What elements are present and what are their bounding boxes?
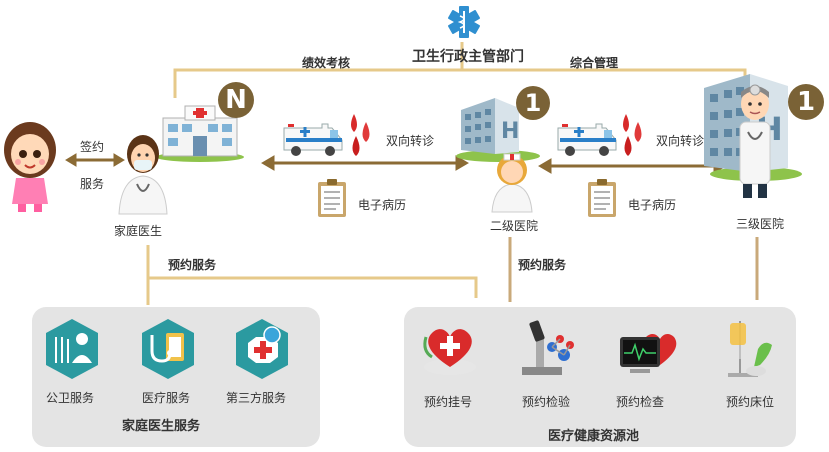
blood-drops-icon-right xyxy=(618,110,648,158)
referral-label-right: 双向转诊 xyxy=(656,134,705,148)
lab-test-label: 预约检验 xyxy=(522,395,571,409)
svg-text:H: H xyxy=(501,119,519,144)
referral-label-left: 双向转诊 xyxy=(386,134,435,148)
register-appointment-label: 预约挂号 xyxy=(424,395,473,409)
badge-1-secondary: 1 xyxy=(516,86,550,120)
bed-booking-iv-icon[interactable] xyxy=(720,315,780,381)
secondary-hospital-label: 二级医院 xyxy=(490,219,539,233)
patient-girl-icon xyxy=(2,118,58,213)
nurse-icon xyxy=(490,150,534,213)
ambulance-icon xyxy=(282,118,344,158)
medical-record-icon-right xyxy=(586,178,618,218)
family-doctor-services-title: 家庭医生服务 xyxy=(122,419,201,434)
referral-arrow-left xyxy=(261,155,469,171)
authority-label: 卫生行政主管部门 xyxy=(412,49,524,65)
appointment-service-label-right: 预约服务 xyxy=(518,258,567,272)
clinic-building-icon xyxy=(155,100,245,162)
ambulance-icon-right xyxy=(556,118,618,158)
badge-n: N xyxy=(218,82,254,118)
service-label: 服务 xyxy=(80,177,105,191)
emr-label-right: 电子病历 xyxy=(628,198,677,212)
examination-label: 预约检查 xyxy=(616,395,665,409)
register-appointment-icon[interactable] xyxy=(418,317,482,377)
sign-label: 签约 xyxy=(80,140,105,154)
emr-label-left: 电子病历 xyxy=(358,198,407,212)
medical-service-item[interactable] xyxy=(140,317,196,381)
resource-pool-title: 医疗健康资源池 xyxy=(548,429,640,444)
family-doctor-icon xyxy=(115,128,171,215)
badge-1-tertiary: 1 xyxy=(788,84,824,120)
performance-review-label: 绩效考核 xyxy=(302,56,351,70)
tertiary-hospital-label: 三级医院 xyxy=(736,217,785,231)
appointment-service-label-left: 预约服务 xyxy=(168,258,217,272)
public-health-service-label: 公卫服务 xyxy=(46,391,95,405)
integrated-management-label: 综合管理 xyxy=(570,56,619,70)
medical-record-icon-left xyxy=(316,178,348,218)
senior-doctor-icon xyxy=(730,82,780,202)
family-doctor-label: 家庭医生 xyxy=(114,224,163,238)
medical-service-label: 医疗服务 xyxy=(142,391,191,405)
sign-service-arrow xyxy=(65,153,125,167)
third-party-service-label: 第三方服务 xyxy=(226,391,287,405)
resource-pool-panel: 预约挂号 预约检验 预约检查 预约床位 医 xyxy=(404,307,796,447)
lab-test-microscope-icon[interactable] xyxy=(514,315,578,379)
blood-drops-icon xyxy=(346,110,376,158)
third-party-service-item[interactable] xyxy=(234,317,290,381)
family-doctor-services-panel: 公卫服务 医疗服务 第三方服务 家庭医生服务 xyxy=(32,307,320,447)
examination-monitor-icon[interactable] xyxy=(616,317,680,381)
public-health-service-item[interactable] xyxy=(44,317,100,381)
star-of-life-icon xyxy=(446,4,482,40)
bed-booking-label: 预约床位 xyxy=(726,395,775,409)
